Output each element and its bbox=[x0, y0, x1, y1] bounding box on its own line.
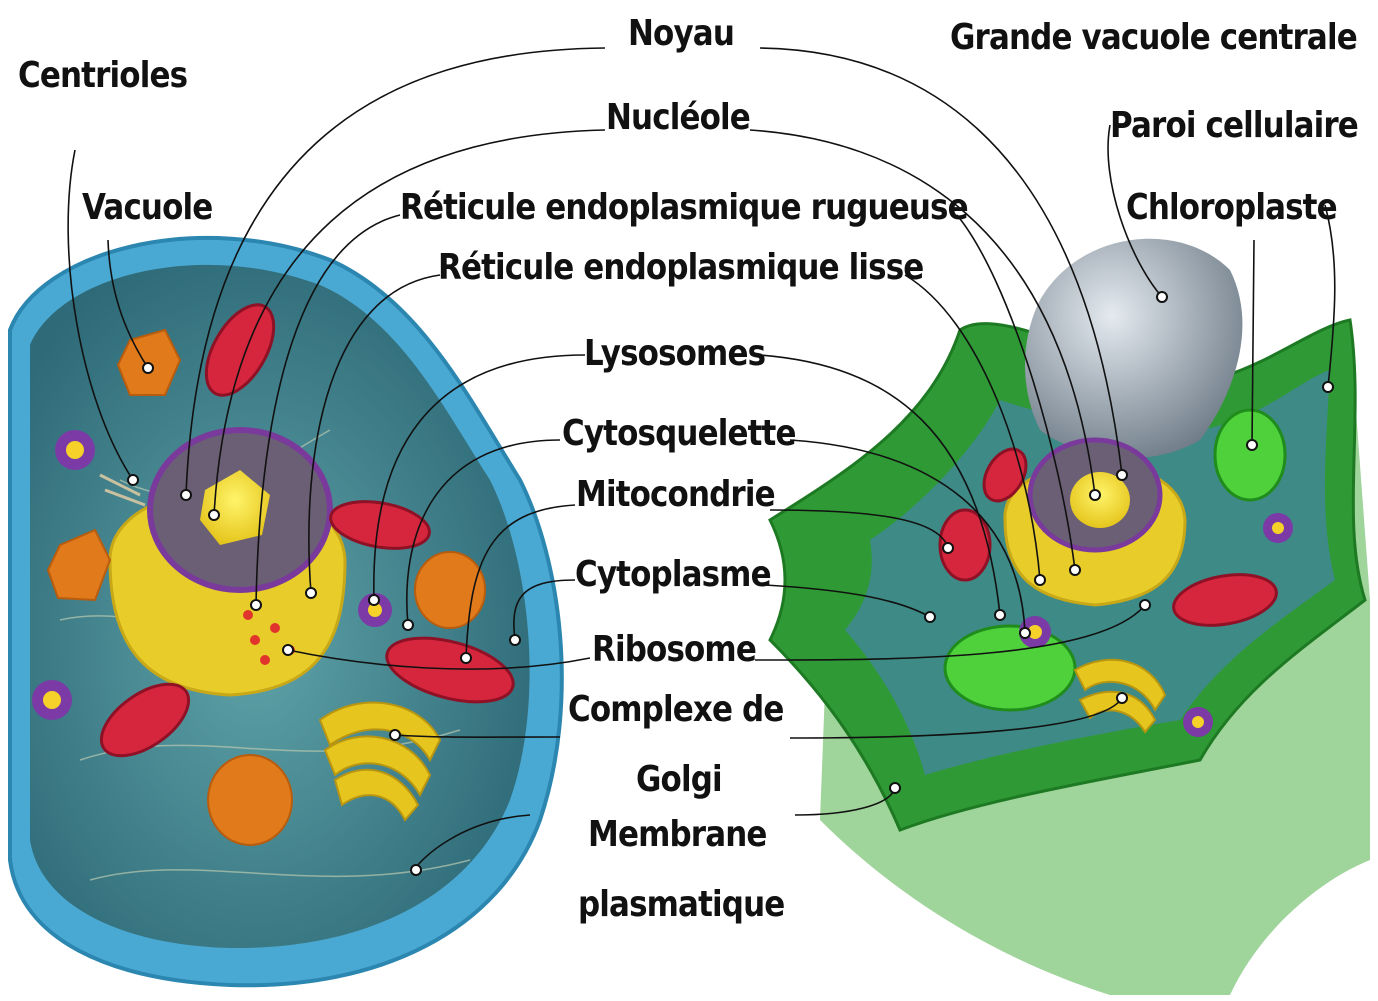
animal-cell bbox=[10, 238, 562, 985]
label-cytoplasme: Cytoplasme bbox=[575, 557, 771, 593]
label-cytosquelette: Cytosquelette bbox=[562, 416, 796, 452]
label-chloroplaste: Chloroplaste bbox=[1126, 190, 1337, 226]
label-membrane-line2: plasmatique bbox=[578, 887, 784, 923]
label-golgi-line2: Golgi bbox=[636, 762, 722, 798]
label-paroi: Paroi cellulaire bbox=[1110, 108, 1358, 144]
label-rel: Réticule endoplasmique lisse bbox=[438, 250, 923, 286]
label-golgi-line1: Complexe de bbox=[568, 692, 783, 728]
label-mitocondrie: Mitocondrie bbox=[576, 477, 775, 513]
label-grande-vacuole: Grande vacuole centrale bbox=[950, 20, 1357, 56]
label-membrane-line1: Membrane bbox=[588, 817, 767, 853]
plant-central-vacuole bbox=[1025, 239, 1242, 458]
label-nucleole: Nucléole bbox=[606, 100, 750, 136]
label-lysosomes: Lysosomes bbox=[584, 336, 765, 372]
plant-cell bbox=[770, 239, 1370, 995]
label-rer: Réticule endoplasmique rugueuse bbox=[400, 190, 968, 226]
label-ribosome: Ribosome bbox=[592, 632, 756, 668]
label-centrioles: Centrioles bbox=[18, 58, 187, 94]
label-noyau: Noyau bbox=[628, 16, 734, 52]
label-vacuole: Vacuole bbox=[82, 190, 212, 226]
